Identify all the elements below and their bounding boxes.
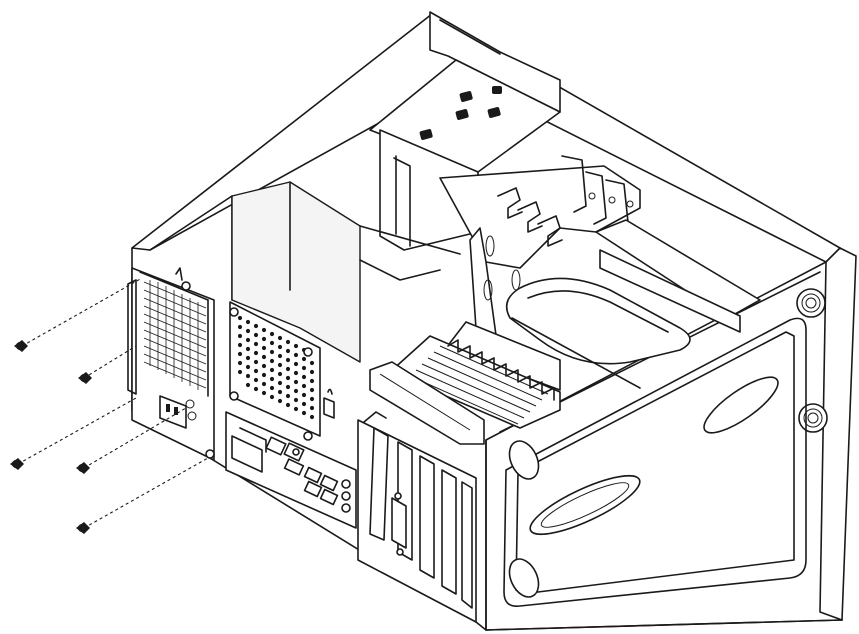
screw-3 bbox=[10, 397, 137, 470]
side-panel-details bbox=[503, 288, 828, 608]
interior-wall bbox=[149, 181, 461, 363]
fan-duct bbox=[369, 219, 761, 445]
expansion-slots bbox=[357, 411, 477, 623]
drive-cage bbox=[369, 11, 561, 251]
power-supply bbox=[127, 267, 215, 461]
screw-5 bbox=[76, 457, 209, 534]
screw-4 bbox=[76, 407, 187, 474]
card-guide bbox=[439, 155, 641, 359]
screws bbox=[10, 277, 209, 534]
io-panel bbox=[225, 411, 357, 529]
screw-2 bbox=[78, 345, 137, 384]
screw-1 bbox=[14, 277, 143, 352]
rear-fan bbox=[229, 301, 335, 441]
